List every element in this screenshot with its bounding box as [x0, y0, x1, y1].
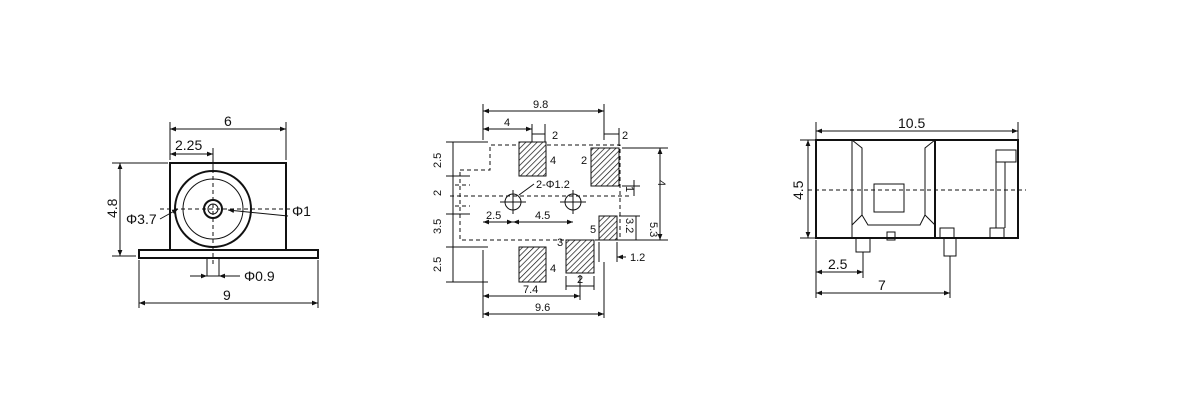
pad-5 [598, 215, 618, 241]
front-dim-outer-dia: Φ3.7 [126, 211, 157, 227]
fp-dim-left-2: 2 [432, 190, 444, 196]
fp-hole-label: 2-Φ1.2 [536, 179, 570, 191]
front-dim-offset: 2.25 [175, 137, 202, 153]
pad-4-top [518, 141, 547, 177]
pad-label-4a: 4 [550, 155, 556, 167]
side-leg-mid [886, 231, 896, 241]
fp-dim-2c: 2 [577, 274, 583, 286]
front-dim-post-dia: Φ0.9 [244, 268, 275, 284]
front-dim-pin-dia: Φ1 [292, 203, 311, 219]
footprint-view: 4 2 5 3 4 9.8 4 2 2 2.5 2 3.5 2.5 2-Φ [432, 99, 668, 318]
pad-label-3: 3 [557, 237, 563, 249]
side-leg-left [855, 237, 871, 253]
pad-label-4b: 4 [550, 263, 556, 275]
side-dim-height: 4.5 [790, 180, 806, 200]
fp-dim-12: 1.2 [630, 252, 645, 264]
side-window [873, 183, 905, 213]
front-base [138, 249, 319, 259]
front-dim-base: 9 [223, 287, 231, 303]
pad-3 [565, 239, 595, 274]
front-dim-height: 4.8 [104, 198, 120, 218]
front-dim-width: 6 [224, 113, 232, 129]
fp-dim-right-4: 4 [655, 180, 667, 186]
side-view: 10.5 4.5 2.5 7 [790, 115, 1026, 298]
fp-dim-top: 9.8 [533, 99, 548, 111]
fp-dim-4: 4 [504, 117, 510, 129]
side-dim-length: 10.5 [898, 115, 925, 131]
fp-dim-2b: 2 [622, 130, 628, 142]
fp-dim-74: 7.4 [523, 284, 538, 296]
fp-dim-right-1: 1 [623, 186, 635, 192]
fp-dim-96: 9.6 [535, 302, 550, 314]
fp-dim-25: 2.5 [486, 210, 501, 222]
side-body [815, 139, 1019, 239]
fp-dim-left-35: 3.5 [432, 219, 444, 234]
fp-dim-left-25a: 2.5 [432, 153, 444, 168]
pad-label-2: 2 [581, 155, 587, 167]
side-dim-7: 7 [878, 277, 886, 293]
fp-dim-2a: 2 [552, 130, 558, 142]
side-dim-25: 2.5 [828, 256, 848, 272]
fp-dim-left-25b: 2.5 [432, 257, 444, 272]
fp-dim-right-53: 5.3 [647, 222, 659, 237]
pad-2 [590, 147, 620, 187]
front-view: 6 2.25 4.8 Φ3.7 Φ1 Φ0.9 9 [104, 113, 319, 308]
pad-4-bottom [518, 246, 547, 283]
front-post [206, 257, 220, 277]
fp-dim-right-32: 3.2 [623, 218, 635, 233]
pad-label-5: 5 [590, 224, 596, 236]
side-leg-right [943, 237, 957, 257]
fp-dim-45: 4.5 [535, 210, 550, 222]
